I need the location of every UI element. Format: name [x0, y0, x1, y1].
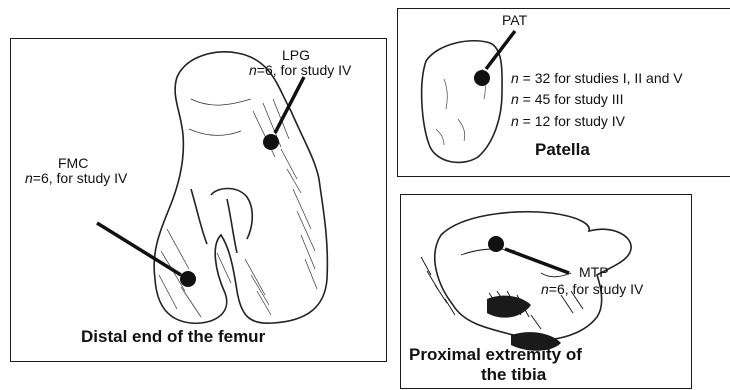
patella-count-2: n = 45 for study III [511, 91, 623, 107]
lpg-point [263, 134, 279, 150]
fmc-sample-size: n=6, for study IV [25, 170, 127, 186]
pat-point [474, 70, 490, 86]
tibia-title-line-1: Proximal extremity of [409, 345, 582, 365]
fmc-point [180, 271, 196, 287]
mtp-point [488, 236, 504, 252]
pat-label: PAT [502, 12, 527, 28]
mtp-sample-size: n=6, for study IV [541, 281, 643, 297]
tibia-title-line-2: the tibia [481, 365, 546, 385]
patella-count-1: n = 32 for studies I, II and V [511, 70, 683, 86]
mtp-label: MTP [579, 264, 609, 280]
mtp-arrow [505, 249, 569, 273]
patella-panel: PAT n = 32 for studies I, II and V n = 4… [397, 8, 730, 177]
fmc-label: FMC [58, 155, 88, 171]
patella-count-3: n = 12 for study IV [511, 113, 625, 129]
femur-illustration [11, 39, 386, 361]
lpg-arrow [275, 77, 304, 133]
patella-title: Patella [535, 140, 590, 160]
femur-panel: LPG n=6, for study IV FMC n=6, for study… [10, 38, 387, 362]
femur-title: Distal end of the femur [81, 327, 265, 347]
lpg-sample-size: n=6, for study IV [249, 62, 351, 78]
fmc-arrow [97, 223, 181, 275]
lpg-label: LPG [282, 47, 310, 63]
tibia-panel: MTP n=6, for study IV Proximal extremity… [400, 194, 692, 389]
